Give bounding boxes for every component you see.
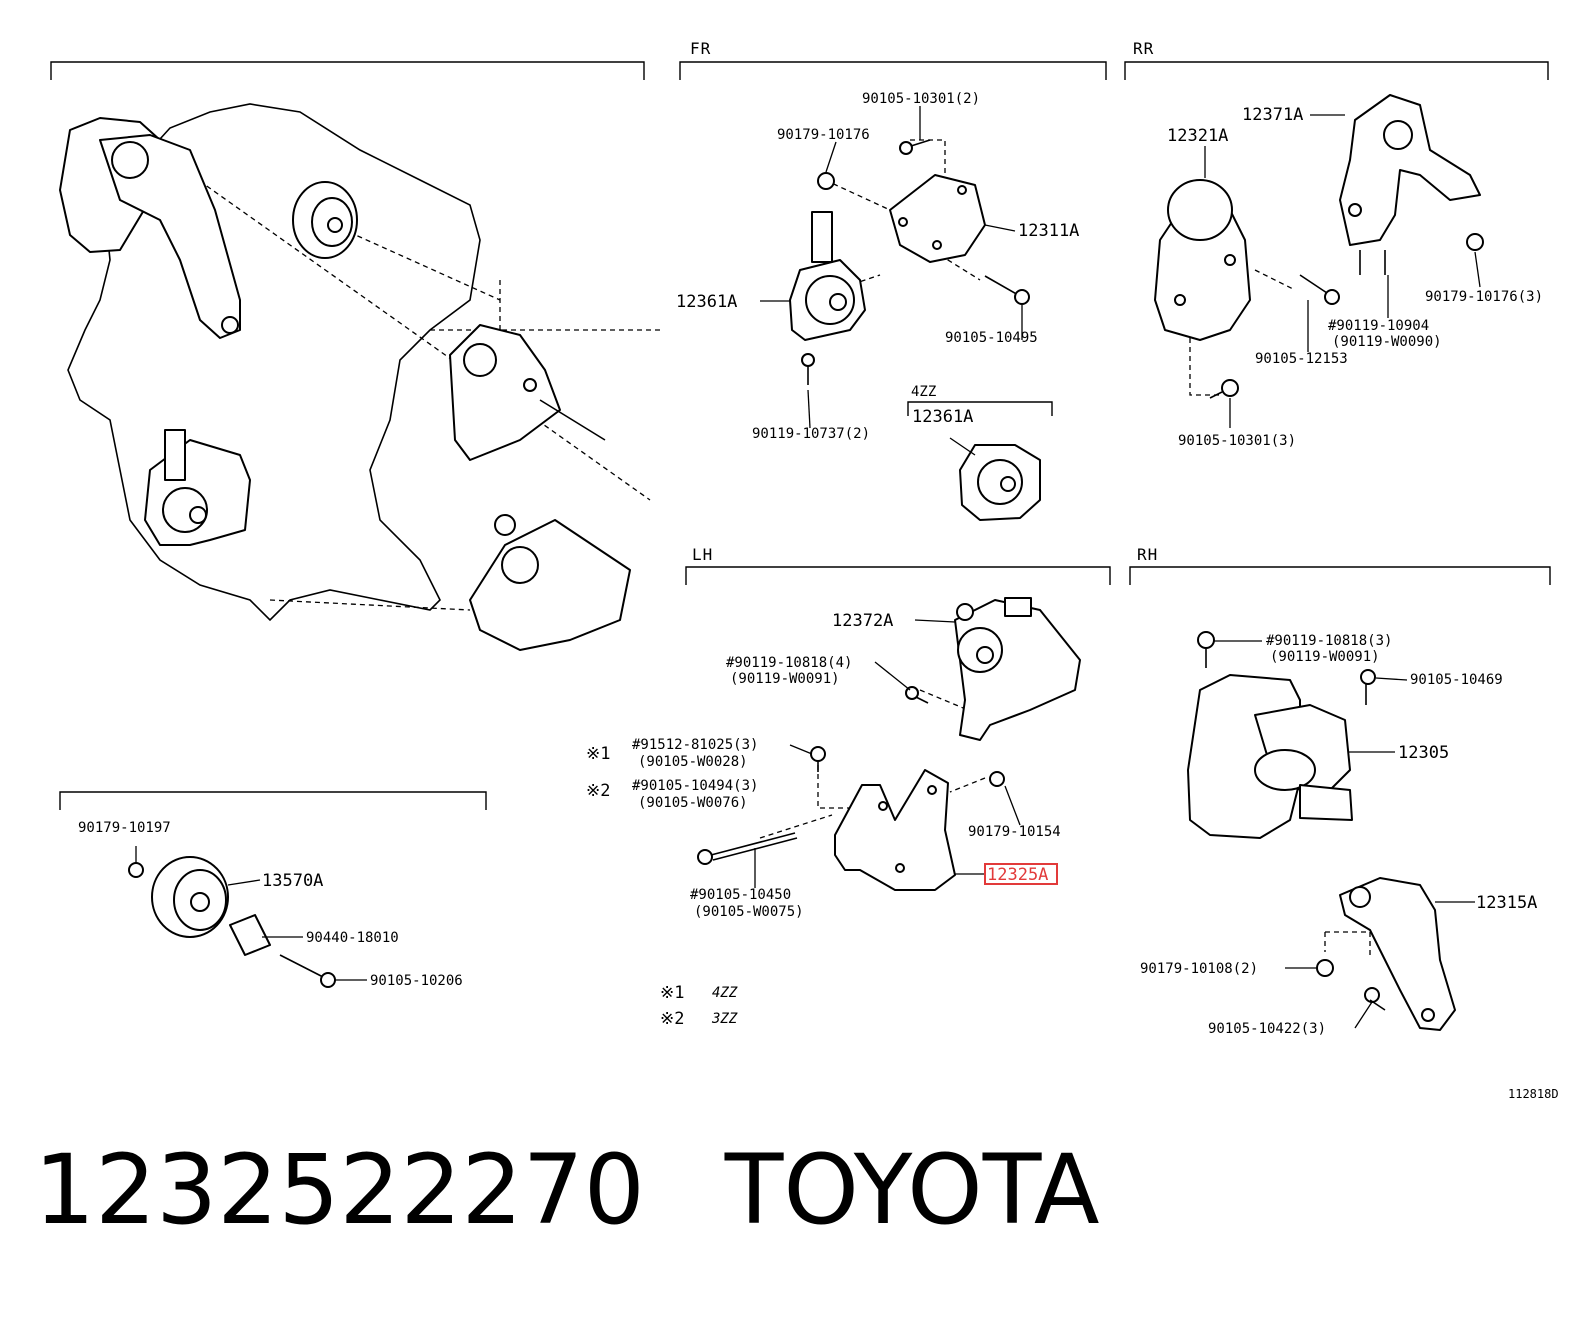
rh-label-12305: 12305 (1398, 743, 1449, 763)
lh-label-90105-W0075: (90105-W0075) (694, 904, 804, 920)
figure-id: 112818D (1508, 1087, 1559, 1101)
rh-label-90105-10422: 90105-10422(3) (1208, 1021, 1326, 1037)
rh-section-drawing (1187, 631, 1456, 1031)
header-fr: FR (690, 39, 711, 58)
rh-label-90179-10108: 90179-10108(2) (1140, 961, 1258, 977)
rr-label-90119-10904: #90119-10904 (1328, 318, 1429, 334)
fr-leaders (760, 106, 1023, 456)
parts-diagram: FR RR LH RH 4ZZ (50, 39, 1559, 1101)
pulley-label-13570A: 13570A (262, 871, 323, 891)
lh-label-12372A: 12372A (832, 611, 893, 631)
rr-label-12321A: 12321A (1167, 126, 1228, 146)
note-marker-1: ※1 (660, 983, 684, 1003)
lh-label-90105-10450: #90105-10450 (690, 887, 791, 903)
fr-label-90105-10495: 90105-10495 (945, 330, 1038, 346)
pulley-label-90105-10206: 90105-10206 (370, 973, 463, 989)
pulley-section-drawing (128, 856, 336, 988)
fr-label-12311A: 12311A (1018, 221, 1079, 241)
engine-overview-drawing (59, 103, 660, 651)
rr-label-90119-W0090: (90119-W0090) (1332, 334, 1442, 350)
part-number: 1232522270 (34, 1134, 645, 1246)
fr-label-90119-10737: 90119-10737(2) (752, 426, 870, 442)
brand-name: TOYOTA (724, 1134, 1100, 1246)
lh-label-90179-10154: 90179-10154 (968, 824, 1061, 840)
rh-label-90119-10818: #90119-10818(3) (1266, 633, 1392, 649)
fr-section-drawing (789, 139, 1041, 521)
rr-label-12371A: 12371A (1242, 105, 1303, 125)
header-4zz: 4ZZ (911, 384, 936, 400)
lh-label-90105-W0076: (90105-W0076) (638, 795, 748, 811)
fr-label-90179-10176: 90179-10176 (777, 127, 870, 143)
rh-label-90105-10469: 90105-10469 (1410, 672, 1503, 688)
pulley-leaders (135, 846, 367, 981)
note-text-1: 4ZZ (712, 985, 738, 1001)
lh-label-91512-81025: #91512-81025(3) (632, 737, 758, 753)
note-text-2: 3ZZ (711, 1011, 738, 1027)
highlight-box (984, 863, 1058, 885)
pulley-label-90440-18010: 90440-18010 (306, 930, 399, 946)
rr-label-90105-10301: 90105-10301(3) (1178, 433, 1296, 449)
fr-label-12361A: 12361A (676, 292, 737, 312)
lh-label-90105-10494: #90105-10494(3) (632, 778, 758, 794)
rh-label-90119-W0091: (90119-W0091) (1270, 649, 1380, 665)
section-brackets (50, 61, 1551, 810)
note-marker-2: ※2 (660, 1009, 684, 1029)
rh-leaders (1214, 640, 1475, 1029)
lh-label-90119-W0091: (90119-W0091) (730, 671, 840, 687)
lh-label-90119-10818: #90119-10818(4) (726, 655, 852, 671)
fr-label-12361A-4zz: 12361A (912, 407, 973, 427)
rr-label-90105-12153: 90105-12153 (1255, 351, 1348, 367)
fr-label-90105-10301: 90105-10301(2) (862, 91, 980, 107)
pulley-label-90179-10197: 90179-10197 (78, 820, 171, 836)
rr-section-drawing (1154, 94, 1484, 399)
lh-leaders (754, 619, 1021, 888)
lh-section-drawing (697, 597, 1081, 891)
header-rr: RR (1133, 39, 1154, 58)
rr-leaders (1204, 114, 1481, 428)
lh-label-12325A: 12325A (987, 865, 1048, 885)
rr-label-90179-10176: 90179-10176(3) (1425, 289, 1543, 305)
lh-marker-1: ※1 (586, 744, 610, 764)
header-lh: LH (692, 545, 713, 564)
lh-marker-2: ※2 (586, 781, 610, 801)
lh-label-90105-W0028: (90105-W0028) (638, 754, 748, 770)
rh-label-12315A: 12315A (1476, 893, 1537, 913)
footer-caption: 1232522270 TOYOTA (34, 1135, 1100, 1245)
header-rh: RH (1137, 545, 1158, 564)
